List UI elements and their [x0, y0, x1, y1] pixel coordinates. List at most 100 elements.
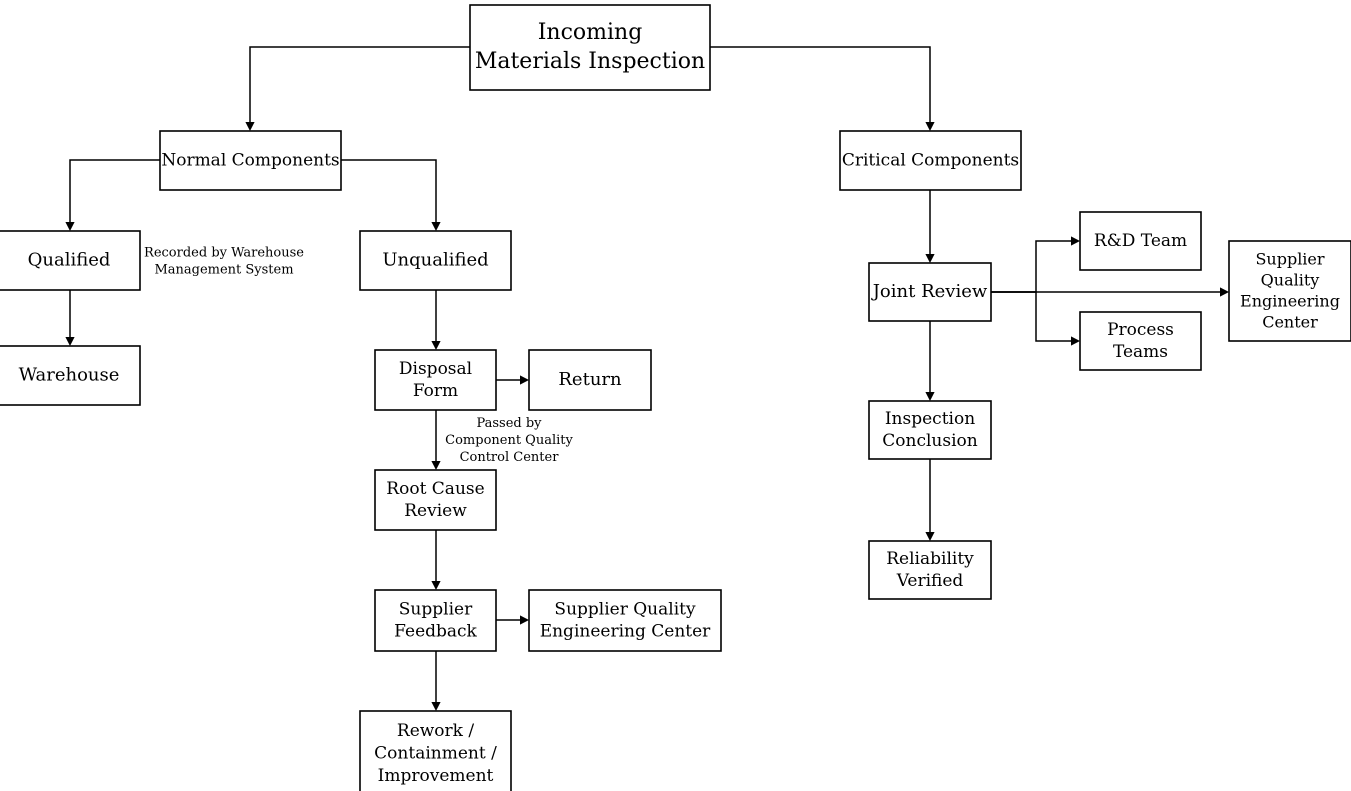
node-normal-components[interactable]: Normal Components	[159, 130, 342, 191]
edge-joint-review-to-inspection-conclusion	[925, 321, 935, 401]
edge-path	[991, 291, 1071, 342]
edge-path	[991, 240, 1071, 293]
edge-disposal-to-root-cause	[431, 410, 441, 470]
edge-joint-review-to-sqec-right	[991, 287, 1229, 297]
node-label-return: Return	[558, 369, 622, 390]
node-box-joint-review[interactable]	[868, 262, 992, 322]
arrow-head-icon	[925, 122, 935, 131]
node-rd-team[interactable]: R&D Team	[1079, 211, 1202, 271]
edge-qualified-to-warehouse	[65, 290, 75, 346]
arrow-head-icon	[65, 222, 75, 231]
node-box-return[interactable]	[528, 349, 652, 411]
edge-inspection-conclusion-to-reliability	[925, 459, 935, 541]
node-unqualified[interactable]: Unqualified	[359, 230, 512, 291]
arrow-head-icon	[1220, 287, 1229, 297]
node-joint-review[interactable]: Joint Review	[868, 262, 992, 322]
node-box-supplier-feedback[interactable]	[374, 589, 497, 652]
arrow-head-icon	[245, 122, 255, 131]
edge-joint-review-to-process-teams	[991, 291, 1080, 346]
edge-root-cause-to-supplier-feedback	[431, 530, 441, 590]
node-box-unqualified[interactable]	[359, 230, 512, 291]
arrow-head-icon	[65, 337, 75, 346]
arrow-head-icon	[431, 461, 441, 470]
node-critical-components[interactable]: Critical Components	[839, 130, 1022, 191]
edge-supplier-feedback-to-rework	[431, 651, 441, 711]
edge-critical-to-joint-review	[925, 190, 935, 263]
node-box-root-cause-review[interactable]	[374, 469, 497, 531]
edge-disposal-to-return	[496, 375, 529, 385]
node-label-normal-components: Normal Components	[161, 150, 339, 170]
node-box-supplier-quality-engineering-center-right[interactable]	[1228, 240, 1351, 342]
node-box-incoming[interactable]	[469, 4, 711, 91]
arrow-head-icon	[520, 615, 529, 625]
arrow-head-icon	[431, 702, 441, 711]
node-warehouse[interactable]: Warehouse	[0, 345, 141, 406]
edge-unqualified-to-disposal	[431, 290, 441, 350]
node-label-rd-team: R&D Team	[1094, 231, 1187, 251]
node-return[interactable]: Return	[528, 349, 652, 411]
node-box-critical-components[interactable]	[839, 130, 1022, 191]
edge-incoming-to-normal	[245, 46, 470, 131]
edges-layer	[65, 46, 1229, 711]
node-box-qualified[interactable]	[0, 230, 141, 291]
node-box-supplier-quality-engineering-center-left[interactable]	[528, 589, 722, 652]
edge-path	[710, 46, 931, 122]
node-box-disposal-form[interactable]	[374, 349, 497, 411]
node-label-rework-containment-improvement: Rework /Containment /Improvement	[374, 721, 497, 786]
edge-path	[69, 159, 160, 222]
arrow-head-icon	[1071, 236, 1080, 246]
edge-supplier-feedback-to-sqec	[496, 615, 529, 625]
arrow-head-icon	[925, 532, 935, 541]
node-rework-containment-improvement[interactable]: Rework /Containment /Improvement	[359, 710, 512, 791]
arrow-head-icon	[925, 254, 935, 263]
node-box-inspection-conclusion[interactable]	[868, 400, 992, 460]
arrow-head-icon	[1071, 336, 1080, 346]
arrow-head-icon	[431, 341, 441, 350]
node-label-joint-review: Joint Review	[871, 281, 988, 302]
node-box-process-teams[interactable]	[1079, 311, 1202, 371]
node-box-reliability-verified[interactable]	[868, 540, 992, 600]
node-box-warehouse[interactable]	[0, 345, 141, 406]
node-label-qualified: Qualified	[28, 250, 111, 271]
edge-normal-to-unqualified	[341, 159, 441, 231]
edge-incoming-to-critical	[710, 46, 935, 131]
edge-joint-review-to-rd-team	[991, 236, 1080, 293]
node-qualified[interactable]: Qualified	[0, 230, 141, 291]
arrow-head-icon	[520, 375, 529, 385]
node-label-warehouse: Warehouse	[19, 365, 120, 386]
edge-path	[341, 159, 437, 222]
edge-path	[249, 46, 470, 122]
node-label-unqualified: Unqualified	[382, 250, 488, 271]
arrow-head-icon	[431, 581, 441, 590]
arrow-head-icon	[925, 392, 935, 401]
node-box-rd-team[interactable]	[1079, 211, 1202, 271]
arrow-head-icon	[431, 222, 441, 231]
node-box-rework-containment-improvement[interactable]	[359, 710, 512, 791]
edge-normal-to-qualified	[65, 159, 160, 231]
node-label-critical-components: Critical Components	[842, 150, 1019, 170]
node-box-normal-components[interactable]	[159, 130, 342, 191]
